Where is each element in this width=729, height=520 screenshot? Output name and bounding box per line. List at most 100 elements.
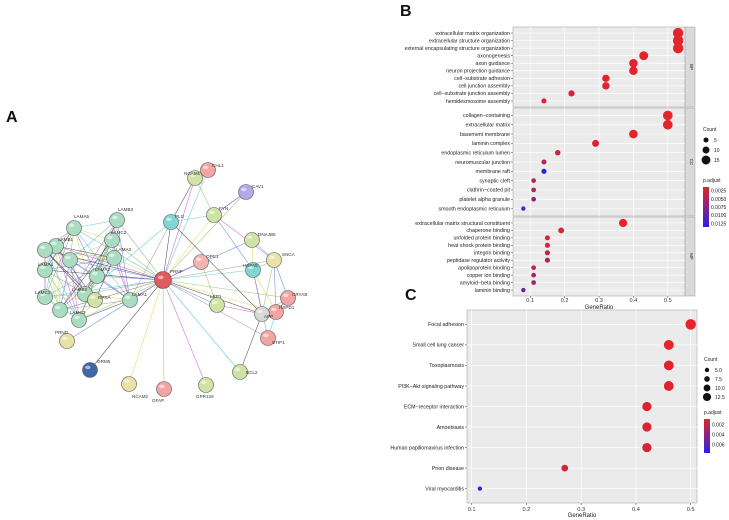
term-label: chaperone binding — [466, 228, 510, 234]
node-highlight — [209, 210, 215, 215]
dot-platelet-alpha-granule — [531, 196, 536, 202]
network-edge — [44, 257, 115, 271]
network-edge — [252, 269, 277, 313]
x-tick-label: 0.2 — [561, 298, 569, 304]
term-label: ECM−receptor interaction — [404, 404, 464, 410]
network-edge — [69, 259, 80, 321]
term-label: hemidesmosome assembly — [446, 99, 511, 105]
dot-human-papillomavirus-infection — [642, 442, 652, 453]
network-edge — [261, 259, 275, 315]
legend-size-dot — [701, 155, 711, 165]
facet-strip — [684, 26, 696, 108]
node-label-hspa5: HSPA5 — [243, 263, 258, 268]
node-highlight — [124, 379, 130, 384]
panel-a-letter: A — [6, 109, 18, 126]
facet-strip-label: MF — [689, 253, 694, 260]
dot-laminin-complex — [592, 139, 600, 147]
term-label: platelet alpha granule — [459, 197, 510, 203]
network-edge — [162, 269, 254, 281]
term-label: extracellular matrix organization — [435, 31, 510, 37]
network-edge — [44, 249, 80, 321]
term-label: smooth endoplasmic reticulum — [438, 206, 510, 212]
term-label: Toxoplasmosis — [429, 363, 464, 369]
node-label-plg: PLG — [175, 214, 185, 219]
dot-hemidesmosome-assembly — [541, 98, 547, 104]
dot-smooth-endoplasmic-reticulum — [521, 206, 526, 211]
term-label: heat shock protein binding — [448, 243, 510, 249]
legend-size-dot — [703, 384, 711, 392]
node-lama3 — [106, 250, 122, 266]
node-grm5 — [82, 362, 98, 378]
dot-apolipoprotein-binding — [531, 265, 536, 271]
dot-cell-substrate-adhesion — [602, 74, 610, 83]
node-prnd — [59, 333, 75, 349]
node-label-rpsa: RPSA — [98, 295, 111, 300]
node-highlight — [263, 333, 269, 338]
node-highlight — [241, 187, 247, 192]
dot-ecm-receptor-interaction — [642, 401, 652, 412]
dot-neuromuscular-junction — [541, 159, 547, 165]
dot-toxoplasmosis — [663, 360, 674, 371]
node-label-grm5: GRM5 — [97, 359, 111, 364]
legend-color-label: 0.002 — [712, 423, 725, 429]
node-highlight — [201, 380, 207, 385]
network-edge — [59, 279, 164, 311]
network-edge — [96, 275, 164, 281]
dot-laminin-binding — [521, 287, 526, 293]
term-label: extracellular matrix — [466, 123, 511, 129]
dot-collagen-containing — [662, 110, 673, 121]
network-edge — [162, 279, 207, 386]
node-highlight — [40, 292, 46, 297]
term-label: Amoebiasis — [437, 425, 465, 431]
x-tick-label: 0.1 — [468, 507, 476, 513]
node-label-lama5: LAMA5 — [74, 214, 90, 219]
legend-color-label: 0.006 — [712, 443, 725, 449]
network-edge — [162, 279, 241, 373]
dot-chaperone-binding — [558, 227, 565, 234]
network-edge — [69, 219, 118, 261]
term-label: Prion disease — [432, 466, 464, 472]
term-label: laminin binding — [475, 288, 510, 294]
node-label-gfap: GFAP — [152, 398, 164, 403]
network-edge — [170, 221, 263, 315]
node-highlight — [271, 307, 277, 312]
node-label-chl1: CHL1 — [212, 163, 224, 168]
node-highlight — [109, 253, 115, 258]
node-label-lama4: LAMA4 — [38, 262, 54, 267]
term-label: extracellular structure organization — [429, 38, 510, 44]
network-edge — [111, 239, 131, 301]
node-highlight — [257, 309, 263, 314]
node-highlight — [55, 305, 61, 310]
network-edge — [111, 239, 164, 281]
network-edge — [44, 269, 80, 321]
node-prnp — [154, 271, 172, 289]
node-gpr126 — [198, 377, 214, 393]
legend-color-label: 0.0025 — [711, 189, 727, 195]
dot-amyloid-beta-binding — [531, 280, 536, 285]
network-edge — [162, 191, 247, 281]
network-edge — [116, 219, 131, 301]
legend-color-label: 0.0075 — [711, 205, 727, 211]
node-highlight — [90, 295, 96, 300]
legend-size-label: 15 — [714, 158, 720, 164]
node-highlight — [196, 257, 202, 262]
legend-size-label: 7.5 — [715, 377, 722, 383]
node-label-gpr126: GPR126 — [196, 394, 214, 399]
node-label-bcl2: BCL2 — [246, 370, 258, 375]
legend-color-label: 0.0050 — [711, 197, 727, 203]
network-edge — [84, 279, 164, 295]
dot-axonogenesis — [639, 51, 649, 61]
term-label: collagen−containing — [463, 113, 510, 119]
term-label: PI3K−Akt signaling pathway — [398, 384, 464, 390]
node-label-snca: SNCA — [282, 252, 296, 257]
legend-size-dot — [703, 137, 709, 143]
network-edge — [78, 299, 131, 321]
network-edge — [73, 227, 96, 301]
node-highlight — [212, 300, 218, 305]
node-highlight — [112, 215, 118, 220]
network-edge — [44, 249, 61, 311]
panel-b-letter: B — [400, 3, 412, 20]
